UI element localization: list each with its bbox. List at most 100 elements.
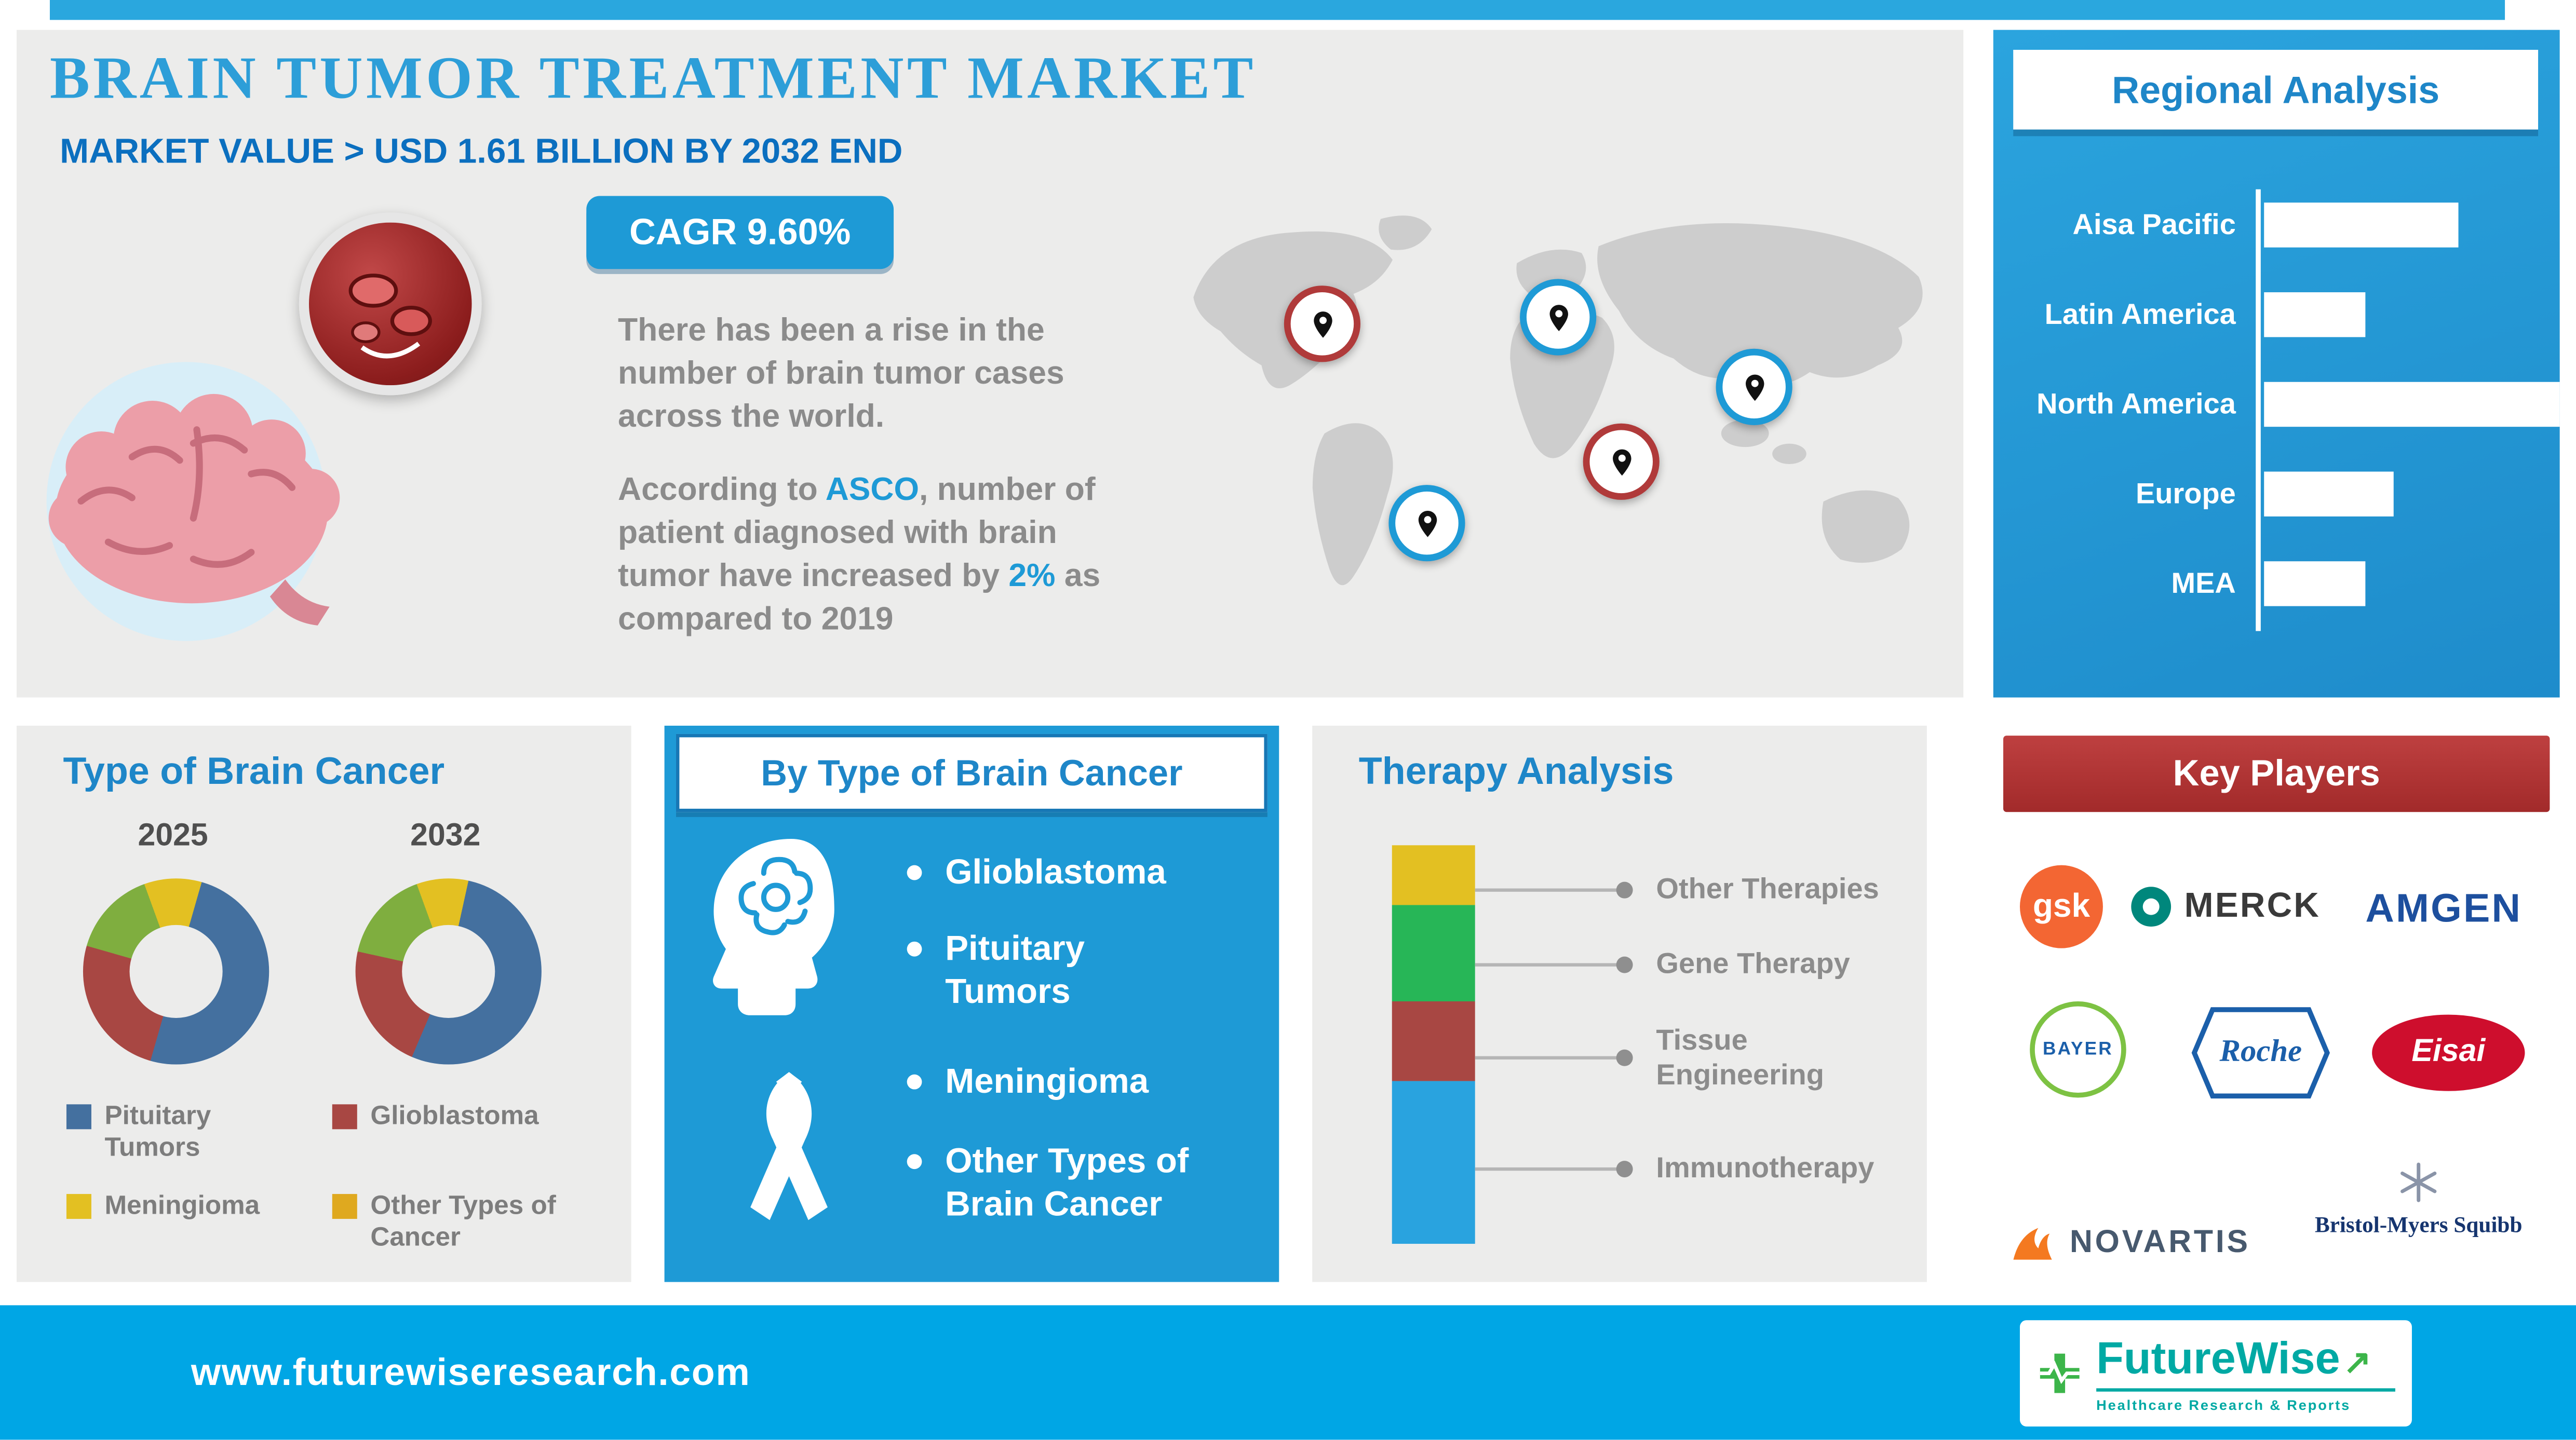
brand-text-block: FutureWise ↗ Healthcare Research & Repor… xyxy=(2096,1333,2395,1414)
regional-bar-label: MEA xyxy=(2171,566,2236,600)
regional-bar xyxy=(2264,202,2460,248)
intro-paragraph: There has been a rise in the number of b… xyxy=(618,312,1064,436)
therapy-stack-segment xyxy=(1392,1000,1475,1081)
bayer-logo: BAYER xyxy=(2030,1001,2126,1098)
regional-bar-label: Latin America xyxy=(2044,297,2236,331)
eisai-logo: Eisai xyxy=(2372,1014,2525,1091)
therapy-stack-segment xyxy=(1392,905,1475,1001)
regional-bar-label: Aisa Pacific xyxy=(2072,207,2236,241)
awareness-ribbon-icon xyxy=(750,1072,828,1220)
legend-item: Pituitary Tumors xyxy=(66,1101,319,1164)
connector-line xyxy=(1475,962,1618,966)
footer-bar: www.futurewiseresearch.com FutureWise ↗ … xyxy=(0,1305,2576,1440)
connector-line xyxy=(1475,887,1618,891)
roche-hexagon xyxy=(2191,1007,2330,1099)
blood-vessel-image xyxy=(299,212,482,396)
futurewise-logo: FutureWise ↗ Healthcare Research & Repor… xyxy=(2019,1320,2412,1427)
bayer-label: BAYER xyxy=(2042,1039,2113,1059)
regional-bar xyxy=(2264,471,2394,517)
brand-divider xyxy=(2096,1388,2395,1392)
connector-dot xyxy=(1616,1160,1633,1177)
website-link[interactable]: www.futurewiseresearch.com xyxy=(191,1350,751,1393)
brain-image xyxy=(48,393,340,626)
novartis-label: NOVARTIS xyxy=(2069,1225,2250,1261)
brand-tagline: Healthcare Research & Reports xyxy=(2096,1396,2351,1414)
novartis-flame-icon xyxy=(2013,1228,2052,1260)
therapy-stack-segment xyxy=(1392,845,1475,905)
by-type-item: Other Types of Brain Cancer xyxy=(907,1141,1193,1227)
bullet-icon xyxy=(907,865,922,880)
regional-bar-label: North America xyxy=(2036,387,2236,420)
asco-text-3: as compared to 2019 xyxy=(618,558,1101,638)
legend-item: Glioblastoma xyxy=(332,1101,601,1164)
novartis-logo: NOVARTIS xyxy=(2006,1220,2250,1267)
merck-icon xyxy=(2131,887,2172,927)
top-accent-bar xyxy=(49,0,2505,20)
connector-line xyxy=(1475,1056,1618,1059)
market-value-subtitle: MARKET VALUE > USD 1.61 BILLION BY 2032 … xyxy=(60,132,903,171)
bms-starburst-icon xyxy=(2400,1162,2437,1202)
by-type-item-label: Other Types of Brain Cancer xyxy=(945,1142,1189,1224)
donut-year-2032: 2032 xyxy=(410,819,481,854)
page-title: BRAIN TUMOR TREATMENT MARKET xyxy=(49,45,1257,112)
regional-bar-row: Latin America xyxy=(1993,292,2560,337)
roche-logo: Roche xyxy=(2189,1004,2332,1101)
brain-illustration xyxy=(30,176,512,694)
map-pin xyxy=(1716,348,1792,425)
therapy-title: Therapy Analysis xyxy=(1358,749,1674,792)
brand-name: FutureWise xyxy=(2096,1333,2340,1383)
legend-label: Glioblastoma xyxy=(370,1103,539,1131)
legend-item: Meningioma xyxy=(66,1191,319,1254)
by-type-title: By Type of Brain Cancer xyxy=(676,733,1267,812)
bullet-icon xyxy=(907,1154,922,1170)
cagr-badge: CAGR 9.60% xyxy=(586,196,894,269)
by-type-item-label: Pituitary Tumors xyxy=(945,930,1085,1012)
asco-stat: 2% xyxy=(1008,558,1056,595)
therapy-label: Gene Therapy xyxy=(1656,946,1850,980)
type-panel-title: Type of Brain Cancer xyxy=(63,749,445,792)
by-type-item-label: Meningioma xyxy=(945,1063,1149,1101)
medical-plus-icon xyxy=(2040,1353,2080,1393)
regional-bar-row: Europe xyxy=(1993,471,2560,517)
bullet-icon xyxy=(907,941,922,957)
legend-label: Other Types of Cancer xyxy=(370,1192,556,1253)
regional-bar-track xyxy=(2264,471,2559,517)
type-of-brain-cancer-panel: Type of Brain Cancer 2025 2032 Pituitary… xyxy=(16,725,631,1282)
therapy-callout: Gene Therapy xyxy=(1475,946,1889,981)
gsk-label: gsk xyxy=(2032,887,2091,925)
therapy-label: Tissue Engineering xyxy=(1656,1023,1824,1091)
roche-label: Roche xyxy=(2219,1034,2302,1070)
donut-chart-2032 xyxy=(355,878,542,1065)
merck-logo: MERCK xyxy=(2129,885,2321,928)
asco-text-2: , number of patient diagnosed with brain… xyxy=(618,471,1096,595)
connector-line xyxy=(1475,1166,1618,1170)
legend-label: Meningioma xyxy=(104,1192,260,1221)
therapy-stack-segment xyxy=(1392,1080,1475,1244)
connector-dot xyxy=(1616,956,1633,973)
head-brain-icon xyxy=(713,838,834,1015)
map-pin xyxy=(1583,423,1660,500)
regional-bar-track xyxy=(2264,292,2559,337)
by-type-item: Meningioma xyxy=(907,1061,1193,1104)
regional-bar-track xyxy=(2264,561,2559,606)
regional-bar-label: Europe xyxy=(2135,477,2236,510)
therapy-callout: Immunotherapy xyxy=(1475,1151,1889,1186)
map-pin xyxy=(1388,485,1465,562)
therapy-callout: Other Therapies xyxy=(1475,872,1889,906)
legend-swatch xyxy=(66,1104,91,1130)
regional-bar-row: North America xyxy=(1993,382,2560,427)
eisai-label: Eisai xyxy=(2411,1034,2486,1070)
regional-bar xyxy=(2264,382,2560,427)
regional-bar-track xyxy=(2264,202,2559,248)
by-type-panel: By Type of Brain Cancer Glioblastoma Pit… xyxy=(664,725,1279,1282)
therapy-label: Immunotherapy xyxy=(1656,1150,1874,1184)
by-type-item: Pituitary Tumors xyxy=(907,928,1193,1014)
world-map-image xyxy=(1193,215,1923,586)
merck-label: MERCK xyxy=(2184,887,2321,925)
connector-dot xyxy=(1616,1049,1633,1066)
regional-bar-row: Aisa Pacific xyxy=(1993,202,2560,248)
